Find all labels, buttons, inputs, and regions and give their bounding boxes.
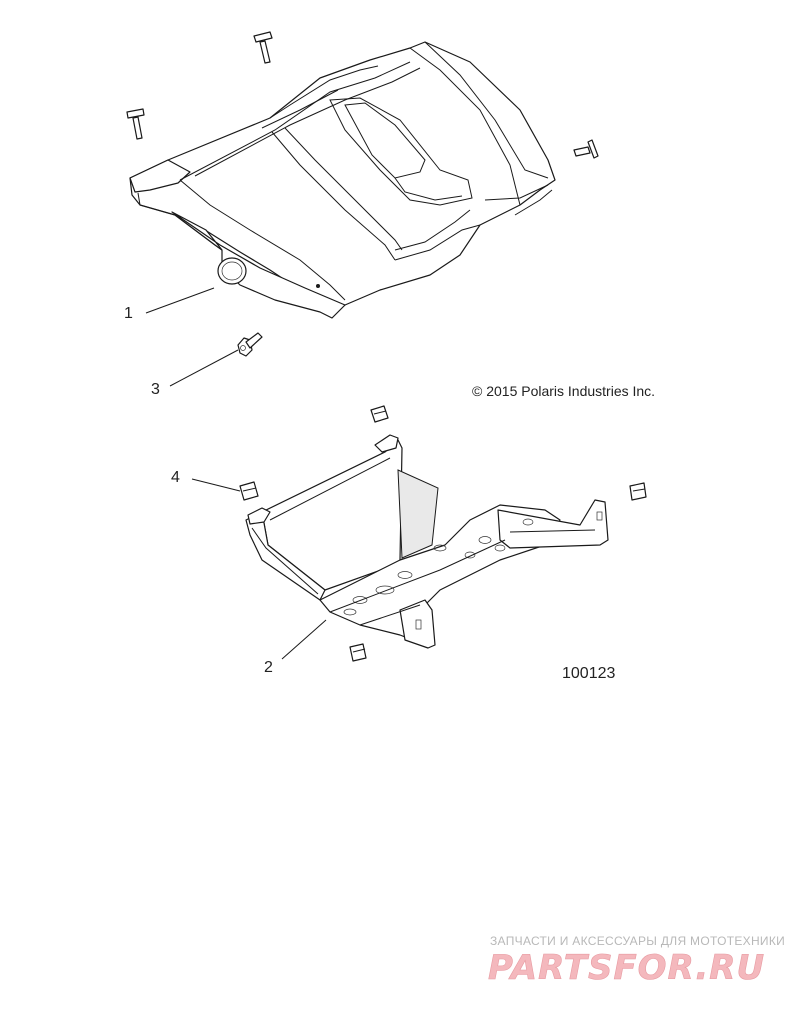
screw-right [573, 139, 599, 159]
clip-nut-top [370, 405, 389, 423]
screw-top [253, 31, 273, 64]
copyright-text: © 2015 Polaris Industries Inc. [472, 383, 656, 399]
callout-4: 4 [171, 469, 180, 486]
part-4-clip-nut [239, 481, 259, 501]
callout-1: 1 [124, 305, 133, 322]
clip-nut-bottom [349, 643, 367, 662]
leader-4 [191, 478, 241, 492]
leader-1 [145, 287, 215, 314]
watermark-logo-text: PARTSFOR.RU [488, 948, 765, 986]
callout-2: 2 [264, 659, 273, 676]
part-3-screw [237, 332, 263, 357]
watermark-tagline: ЗАПЧАСТИ И АКСЕССУАРЫ ДЛЯ МОТОТЕХНИКИ [490, 934, 786, 948]
leader-3 [169, 349, 239, 387]
watermark-logo: PARTSFOR.RU [488, 948, 765, 986]
leader-2 [281, 619, 327, 660]
part-1-cover [129, 41, 556, 319]
screw-left [126, 108, 145, 140]
part-2-bracket [245, 434, 609, 649]
callout-3: 3 [151, 381, 160, 398]
figure-id: 100123 [562, 665, 616, 682]
clip-nut-right [629, 482, 647, 501]
